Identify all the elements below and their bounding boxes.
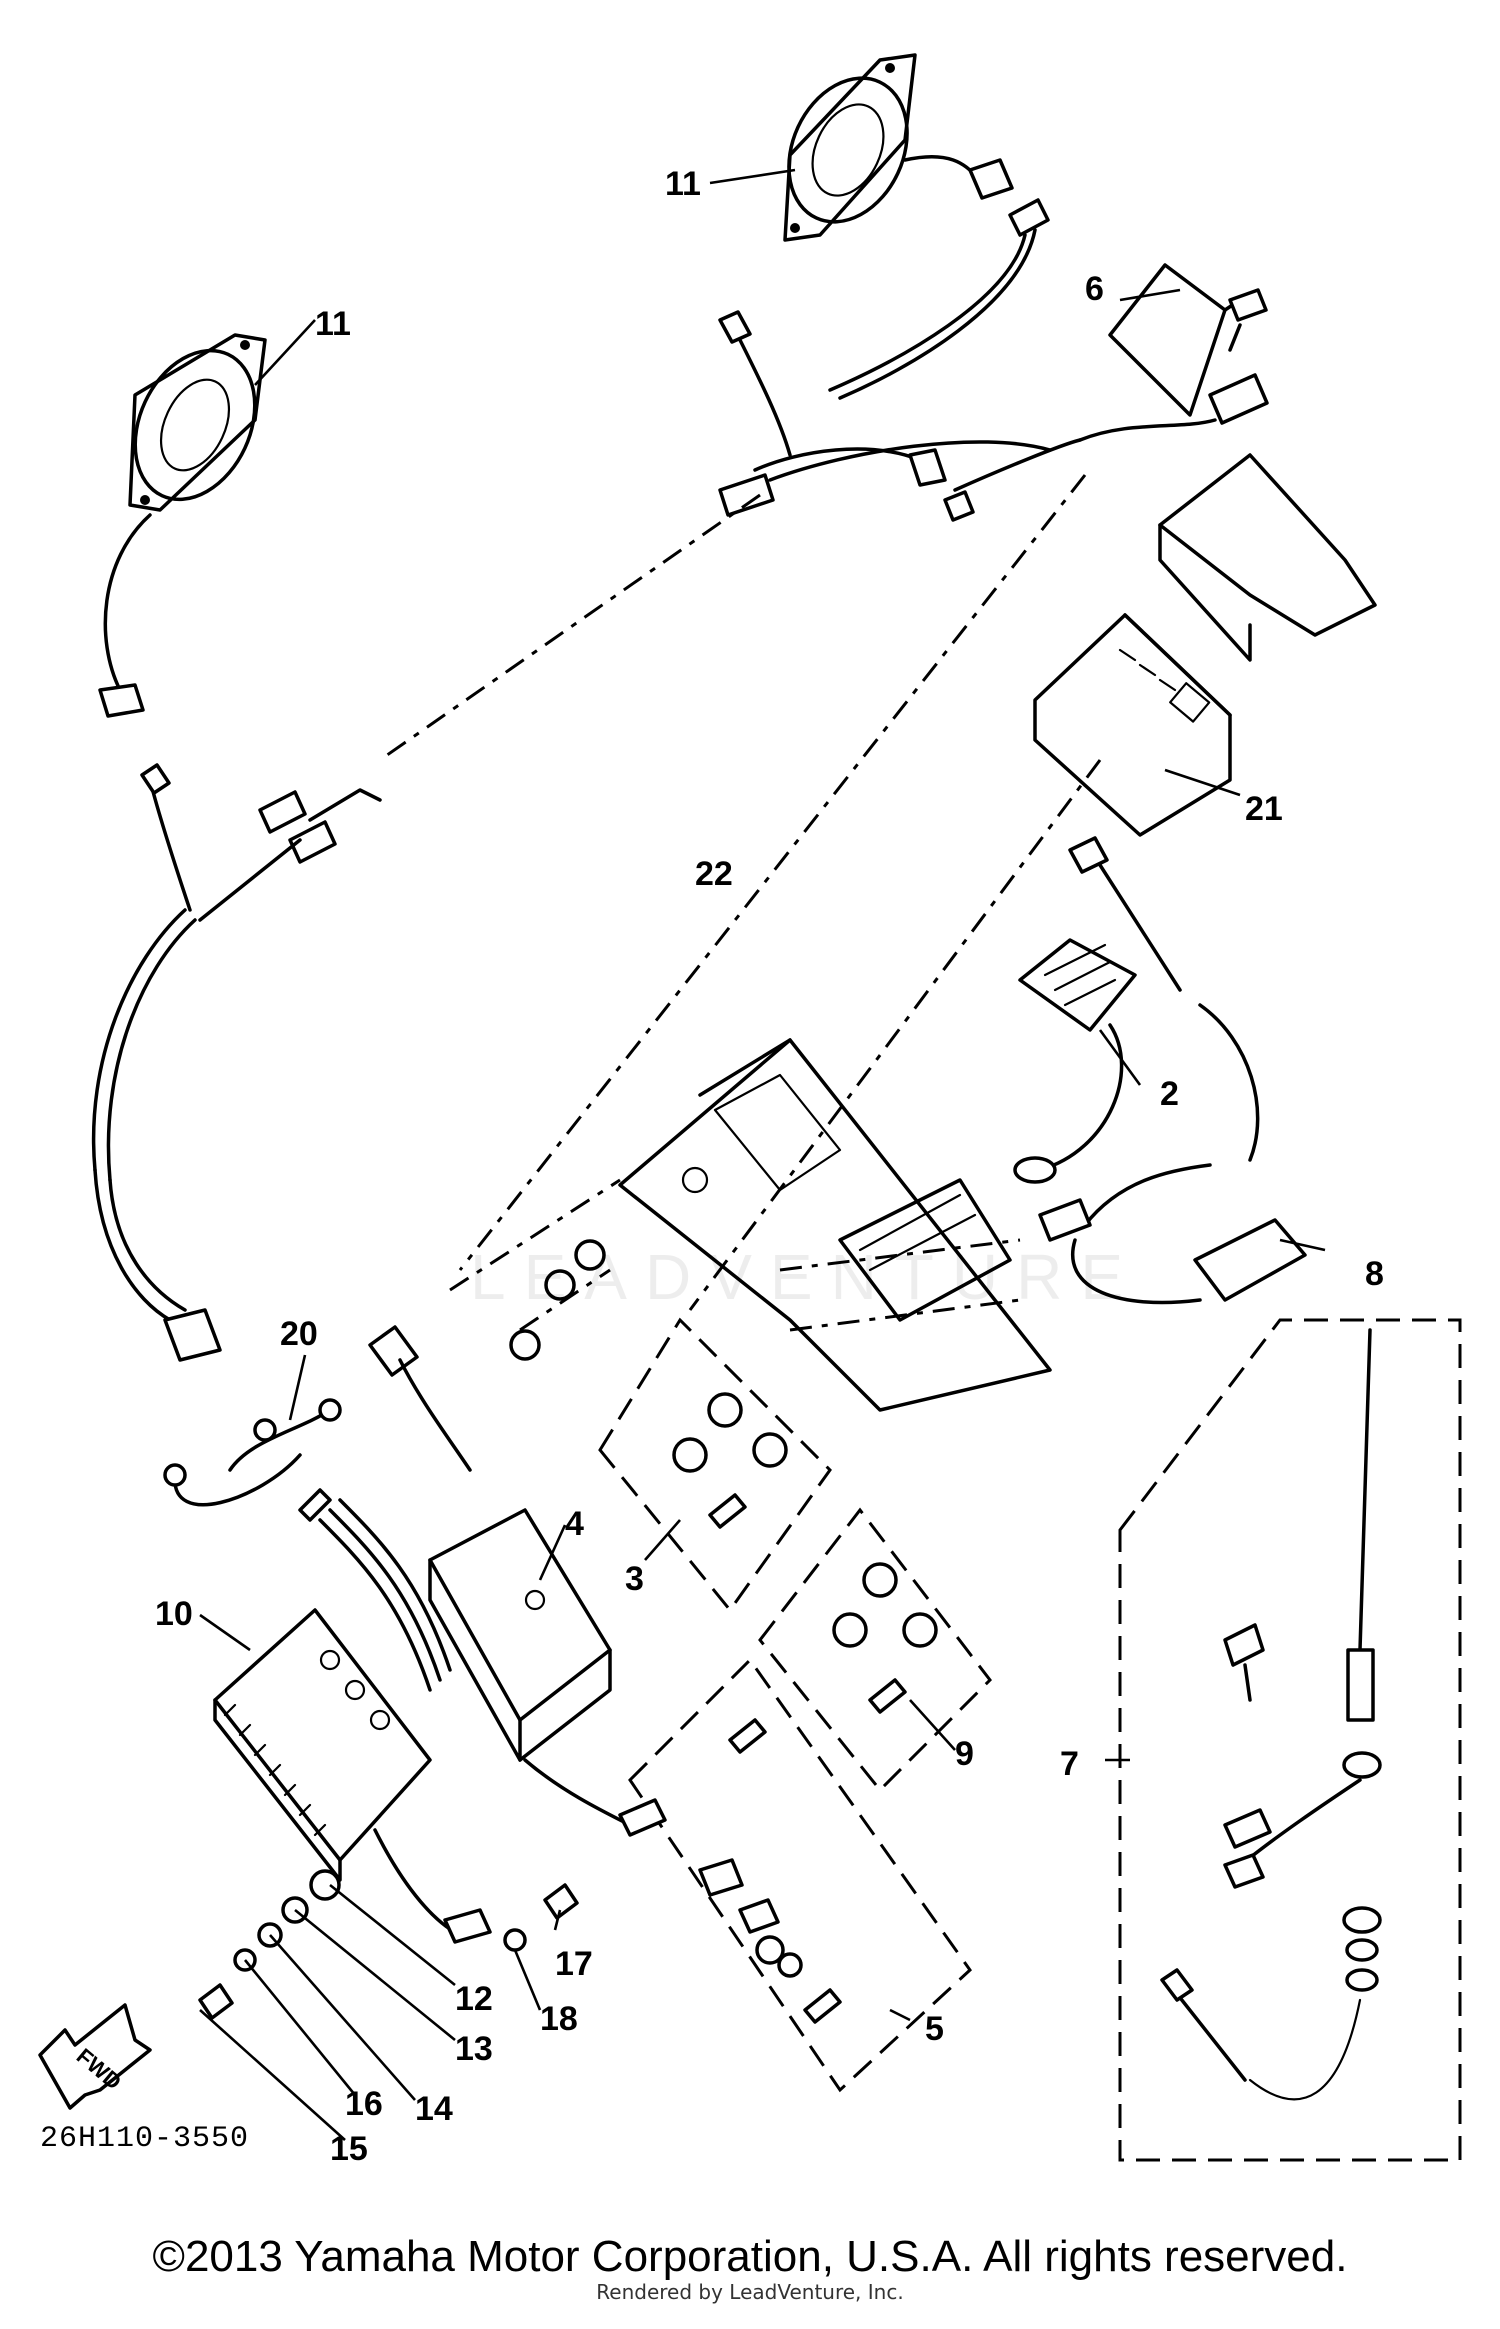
- callout-4: 4: [565, 1505, 584, 1543]
- callout-21: 21: [1245, 790, 1283, 828]
- wiring-harness-upper: [718, 310, 1082, 522]
- callout-5: 5: [925, 2010, 944, 2048]
- speaker-left: [98, 333, 267, 718]
- callout-13: 13: [455, 2030, 493, 2068]
- callout-14: 14: [415, 2090, 453, 2128]
- part-2-switch: [1013, 938, 1137, 1184]
- part-21-unit: [1033, 453, 1377, 837]
- callout-11-top: 11: [665, 165, 701, 203]
- callout-15: 15: [330, 2130, 368, 2168]
- part-8-cable: [1038, 836, 1307, 1305]
- kit-box-9: [758, 1507, 992, 1793]
- wiring-harness-left: [91, 763, 382, 1362]
- callout-16: 16: [345, 2085, 383, 2123]
- copyright-notice: ©2013 Yamaha Motor Corporation, U.S.A. A…: [152, 2232, 1348, 2281]
- watermark: LEADVENTURE: [470, 1241, 1141, 1313]
- part-10-amplifier: [213, 1488, 452, 1882]
- callout-11-left: 11: [315, 305, 351, 343]
- callout-labels: 11 11 6 21 22 2 8 20 4 3 10 9 7 17 12 18…: [155, 165, 1384, 2168]
- kit-box-7: [1118, 1318, 1462, 2162]
- kit-box-3: [598, 1317, 832, 1613]
- fwd-arrow-icon: FWD: [38, 2003, 152, 2110]
- kit-box-5: [628, 1657, 972, 2093]
- callout-20: 20: [280, 1315, 318, 1353]
- rendered-by-notice: Rendered by LeadVenture, Inc.: [596, 2280, 904, 2304]
- leader-lines: [199, 168, 1326, 2141]
- bottom-hardware: [198, 1828, 579, 2020]
- diagram-part-code: 26H110-3550: [40, 2122, 250, 2156]
- callout-8: 8: [1365, 1255, 1384, 1293]
- callout-18: 18: [540, 2000, 578, 2038]
- part-6-relay: [1078, 263, 1269, 442]
- dash-panel: [618, 1038, 1052, 1412]
- callout-17: 17: [555, 1945, 593, 1983]
- nuts-group-22: [449, 1178, 621, 1361]
- callout-12: 12: [455, 1980, 493, 2018]
- callout-6: 6: [1085, 270, 1104, 308]
- callout-22: 22: [695, 855, 733, 893]
- callout-10: 10: [155, 1595, 193, 1633]
- callout-9: 9: [955, 1735, 974, 1773]
- callout-7: 7: [1060, 1745, 1079, 1783]
- callout-3: 3: [625, 1560, 644, 1598]
- part-4-module: [428, 1508, 667, 1837]
- part-22-leaders: [379, 474, 1102, 1311]
- part-20-bracket: [163, 1325, 472, 1507]
- callout-2: 2: [1160, 1075, 1179, 1113]
- speaker-top: [783, 53, 1050, 400]
